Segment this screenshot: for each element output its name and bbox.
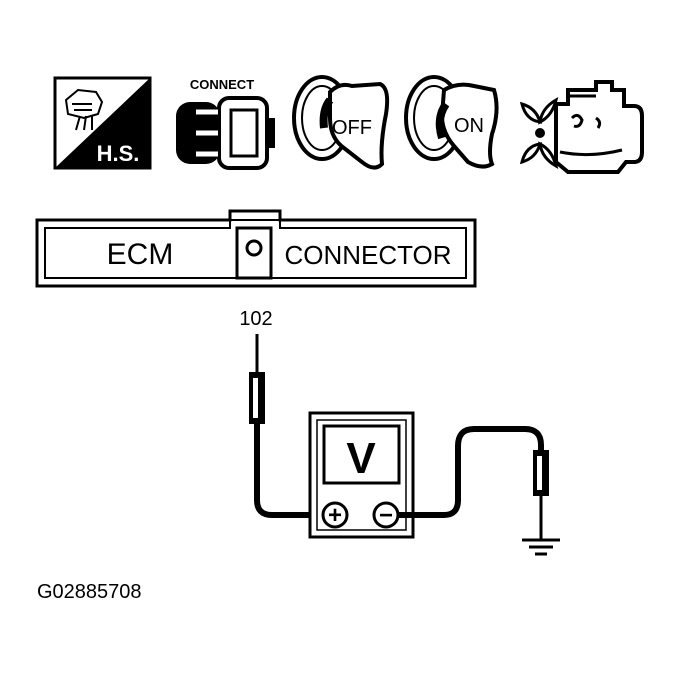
ecm-connector: ECM CONNECTOR <box>35 209 477 288</box>
harness-label: H.S. <box>97 141 140 166</box>
meter-positive-terminal <box>321 501 349 529</box>
connector-right-label: CONNECTOR <box>284 240 451 270</box>
ignition-on-icon: ON <box>404 75 499 169</box>
figure-id: G02885708 <box>37 581 142 603</box>
harness-connector-icon: H.S. <box>53 76 152 170</box>
connector-terminal <box>245 239 263 257</box>
connector-left-label: ECM <box>107 238 174 271</box>
positive-probe <box>249 334 322 518</box>
connect-icon: CONNECT <box>176 77 275 170</box>
negative-symbol: − <box>379 502 393 529</box>
negative-probe <box>398 426 549 539</box>
meter-mode-label: V <box>346 434 376 483</box>
ground-symbol-icon <box>522 538 560 556</box>
ignition-on-label: ON <box>454 115 484 137</box>
connect-label: CONNECT <box>190 77 254 92</box>
voltmeter: V + − <box>308 411 415 539</box>
positive-symbol: + <box>328 502 342 529</box>
ignition-off-label: OFF <box>332 117 372 139</box>
ignition-off-icon: OFF <box>292 75 390 170</box>
meter-display <box>322 424 401 485</box>
terminal-number: 102 <box>239 308 272 330</box>
engine-icon <box>519 80 644 174</box>
